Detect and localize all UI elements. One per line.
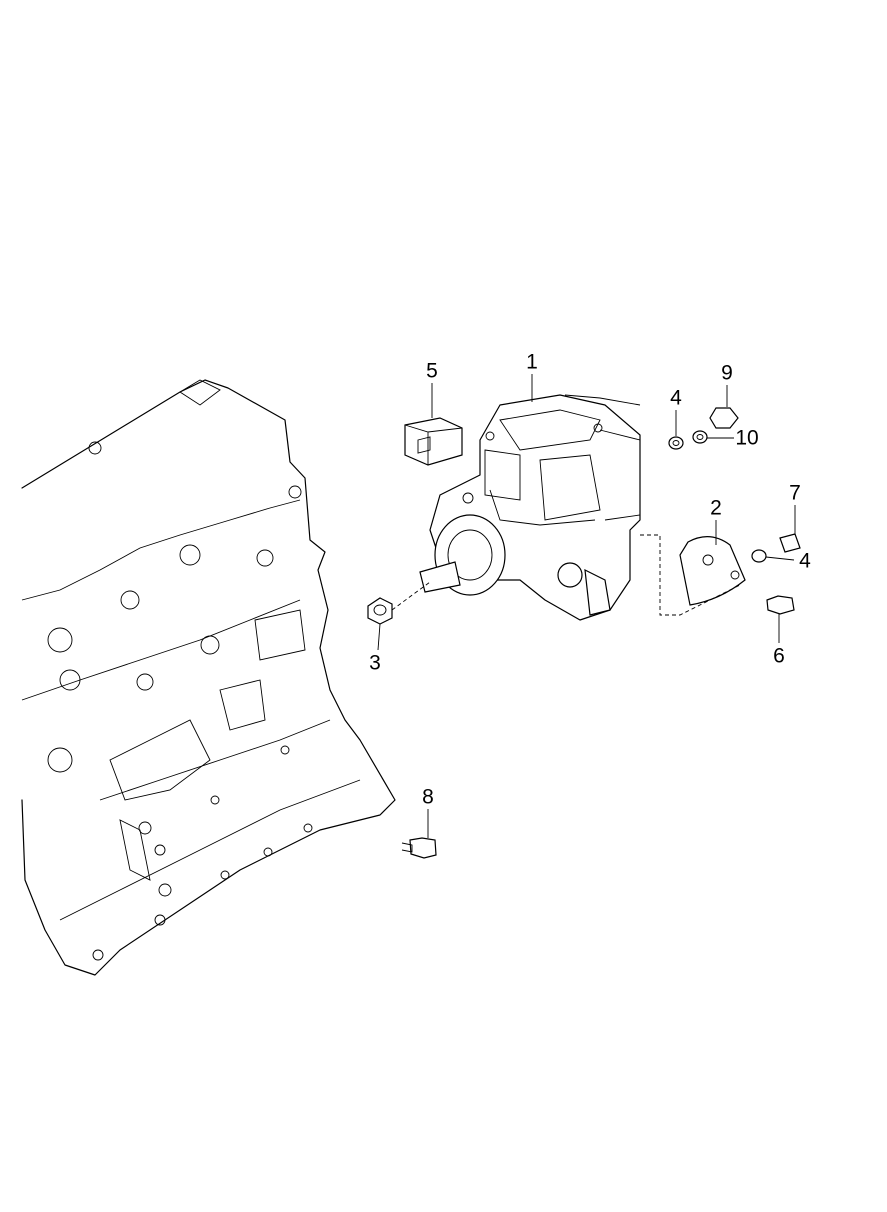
callout-5: 5: [426, 359, 438, 383]
callout-3: 3: [369, 651, 381, 675]
callout-4-right: 4: [799, 549, 811, 573]
part-3-nut: [367, 597, 393, 625]
callout-1: 1: [526, 350, 538, 374]
part-5-block: [404, 417, 463, 466]
callout-9: 9: [721, 361, 733, 385]
part-8-bolt: [409, 837, 437, 859]
part-2-bracket: [679, 536, 746, 606]
callout-4-top: 4: [670, 386, 682, 410]
small-parts: [367, 407, 801, 859]
injection-pump: [419, 394, 641, 621]
leader-lines: [377, 374, 796, 838]
callout-8: 8: [422, 785, 434, 809]
callout-2: 2: [710, 496, 722, 520]
callout-10: 10: [735, 426, 759, 450]
engine-block: [21, 379, 396, 976]
callout-6: 6: [773, 644, 785, 668]
callout-7: 7: [789, 481, 801, 505]
